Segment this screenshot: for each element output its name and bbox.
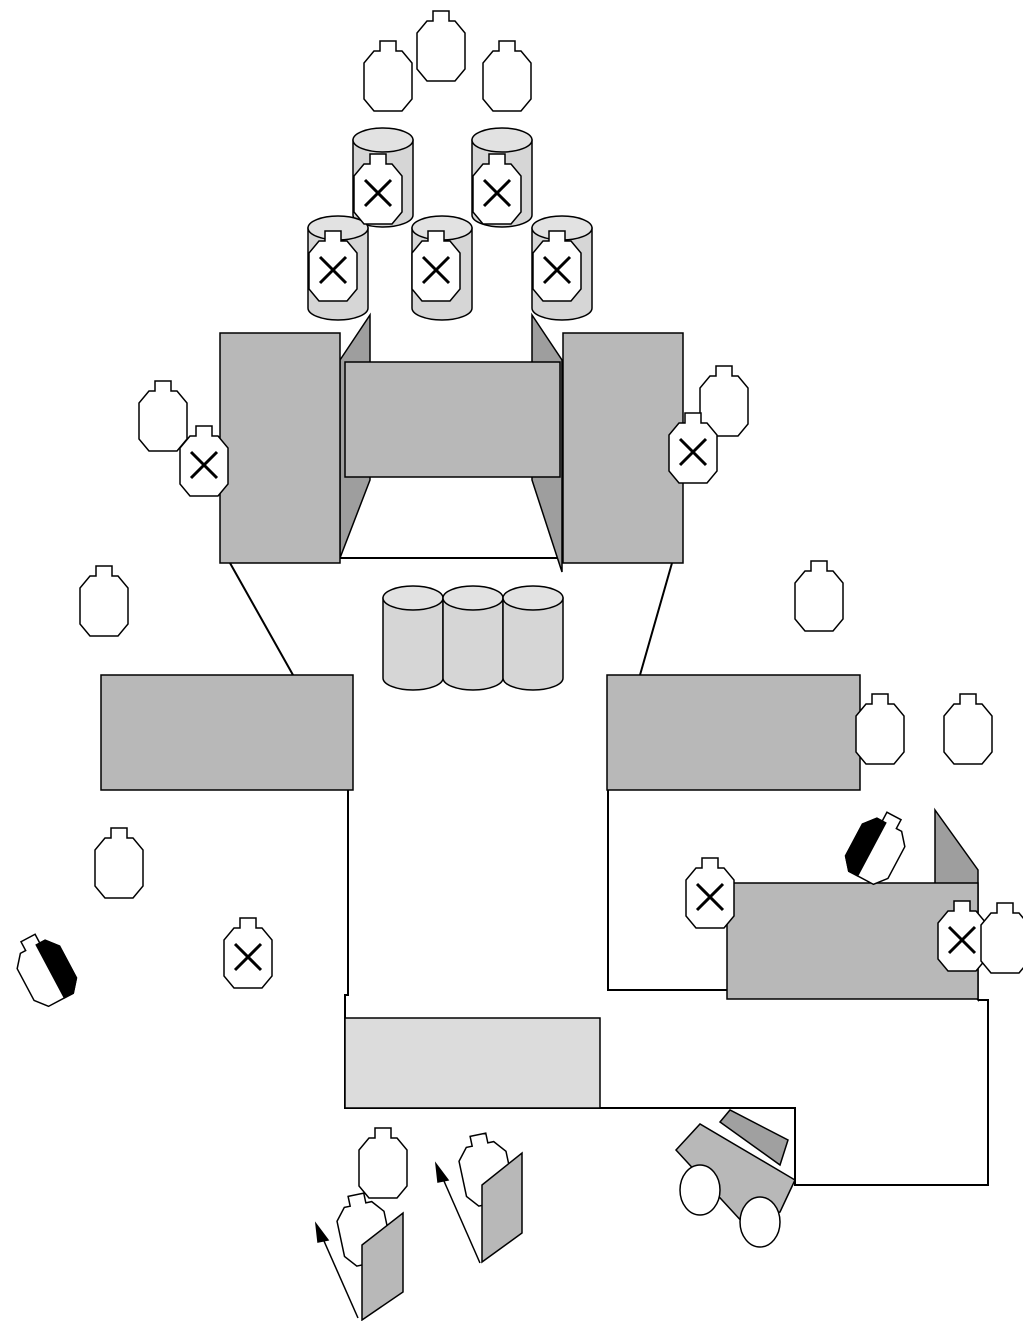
x-mark-icon	[695, 882, 725, 912]
swinging-target-left	[16, 933, 78, 1008]
no-shoot-target	[532, 230, 582, 302]
no-shoot-target	[472, 153, 522, 225]
x-mark-icon	[482, 178, 512, 208]
shoot-target	[980, 902, 1023, 974]
fault-lines	[229, 557, 989, 1186]
no-shoot-target	[668, 412, 718, 484]
barrel	[442, 585, 504, 691]
wall-lower-right	[726, 882, 979, 1000]
targets	[79, 10, 1023, 1199]
shoot-target	[94, 827, 144, 899]
upper-wall-structure	[219, 312, 684, 573]
no-shoot-target	[353, 153, 403, 225]
x-mark-icon	[363, 178, 393, 208]
fault-line-left	[344, 790, 989, 1186]
fault-line-upper-right	[639, 562, 673, 676]
wall-upper-left	[219, 332, 341, 564]
x-mark-icon	[542, 255, 572, 285]
shoot-target	[482, 40, 532, 112]
arrow-head-icon	[314, 1221, 330, 1243]
wall-middle-left	[100, 674, 354, 791]
start-box-panel	[344, 1017, 601, 1109]
barrel	[382, 585, 444, 691]
fault-line-upper-left	[229, 562, 294, 676]
shoot-target	[943, 693, 993, 765]
swinging-targets	[16, 811, 906, 1008]
wall-upper-right	[562, 332, 684, 564]
shoot-target	[358, 1127, 408, 1199]
vehicle-cab	[718, 1109, 789, 1167]
shoot-target	[794, 560, 844, 632]
shoot-target	[855, 693, 905, 765]
x-mark-icon	[947, 925, 977, 955]
no-shoot-target	[223, 917, 273, 989]
swinging-target-right	[844, 811, 906, 886]
drop-turn-panel-left	[361, 1211, 404, 1321]
vehicle-wheel-rear	[739, 1196, 781, 1248]
shoot-target	[416, 10, 466, 82]
shoot-target	[363, 40, 413, 112]
drop-turn-target-left	[314, 1192, 404, 1321]
no-shoot-target	[411, 230, 461, 302]
no-shoot-target	[179, 425, 229, 497]
x-mark-icon	[421, 255, 451, 285]
middle-walls	[100, 674, 979, 1109]
shoot-target	[79, 565, 129, 637]
drop-turn-targets	[314, 1132, 523, 1321]
x-mark-icon	[233, 942, 263, 972]
wall-upper-center	[344, 361, 561, 478]
x-mark-icon	[678, 437, 708, 467]
vehicle-icon	[674, 1109, 796, 1248]
x-mark-icon	[318, 255, 348, 285]
no-shoot-target	[685, 857, 735, 929]
no-shoot-target	[937, 900, 987, 972]
fault-line-right	[607, 790, 728, 991]
drop-turn-target-right	[434, 1132, 523, 1264]
arrow-head-icon	[434, 1161, 450, 1183]
barrel	[502, 585, 564, 691]
drop-turn-panel-right	[481, 1151, 523, 1264]
x-mark-icon	[189, 450, 219, 480]
wall-middle-right	[606, 674, 861, 791]
no-shoot-target	[308, 230, 358, 302]
vehicle-wheel-front	[679, 1164, 721, 1216]
shoot-target	[138, 380, 188, 452]
